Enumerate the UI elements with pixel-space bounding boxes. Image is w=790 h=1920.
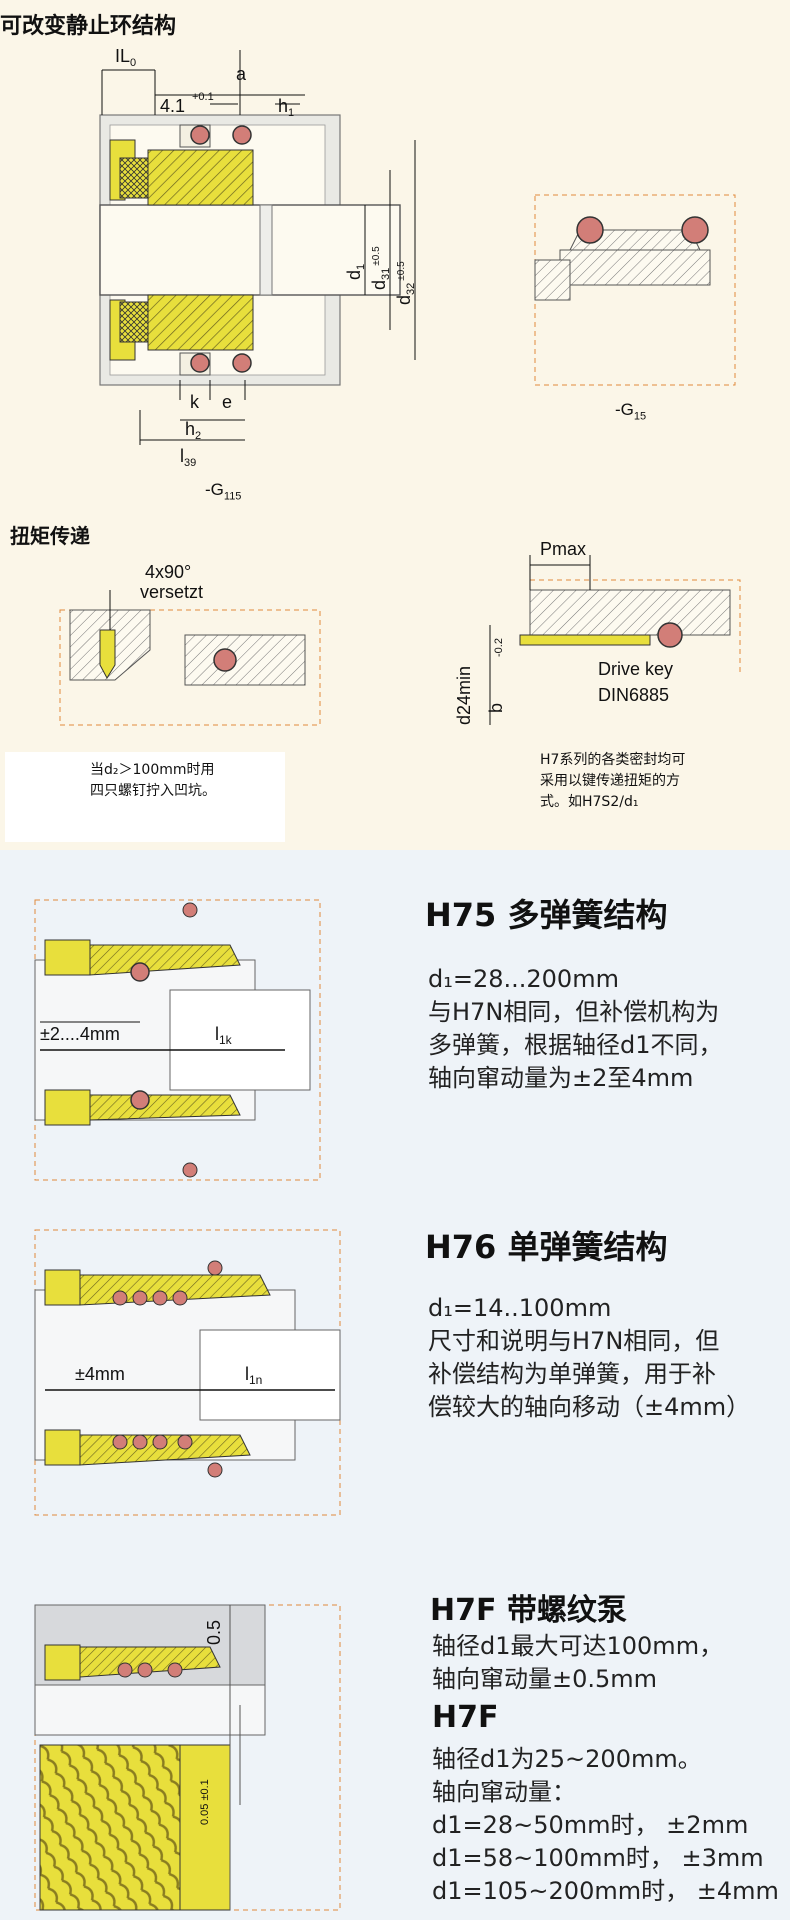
h75-travel: ±2....4mm (40, 1024, 120, 1044)
h76-travel: ±4mm (75, 1364, 125, 1384)
h76-title: H76 单弹簧结构 (425, 1228, 668, 1266)
dim-d31: d (369, 280, 389, 290)
note-left: 当d₂＞100mm时用 四只螺钉拧入凹坑。 (90, 762, 216, 799)
h76-drawing: ±4mm l1n (34, 1229, 341, 1516)
dim-h2: h (185, 419, 195, 439)
dim-h1: h (278, 96, 288, 116)
h7f-gap: 0.5 (204, 1620, 224, 1645)
h75-drawing: ±2....4mm l1k (34, 899, 321, 1181)
section-title-adjustable: 可改变静止环结构 (0, 14, 177, 39)
h7f-tol: 0.05 ±0.1 (199, 1779, 211, 1825)
h75-title: H75 多弹簧结构 (425, 896, 668, 934)
dim-il0-sub: 0 (130, 57, 136, 69)
h75-length: l (215, 1024, 219, 1044)
label-4x90: 4x90° (145, 562, 191, 582)
svg-text:l1n: l1n (245, 1364, 262, 1387)
adjustable-ring-panel: 可改变静止环结构 (0, 0, 790, 850)
h76-length: l (245, 1364, 249, 1384)
dim-a: a (236, 64, 247, 84)
h7f-drawing: 0.5 0.05 ±0.1 (34, 1604, 341, 1911)
label-din: DIN6885 (598, 685, 669, 705)
h7f-description: 轴径d1最大可达100mm， 轴向窜动量±0.5mm (432, 1632, 724, 1693)
dim-d1: d (344, 270, 364, 280)
dim-d32: d (394, 295, 414, 305)
dim-il0: IL (115, 46, 130, 66)
svg-text:d31±0.5: d31±0.5 (369, 246, 392, 290)
dim-4-1: 4.1 (160, 96, 185, 116)
label-versetzt: versetzt (140, 582, 203, 602)
label-g115: -G115 (205, 480, 242, 503)
dim-k: k (190, 392, 200, 412)
torque-left-drawing: 4x90° versetzt (59, 562, 321, 726)
svg-text:IL0: IL0 (115, 46, 136, 69)
svg-text:l1k: l1k (215, 1024, 233, 1047)
label-b: b (486, 703, 506, 713)
note-right: H7系列的各类密封均可 采用以键传递扭矩的方 式。如H7S2/d₁ (540, 752, 686, 810)
label-d24min: d24min (454, 666, 474, 725)
svg-text:h2: h2 (185, 419, 201, 442)
label-g15: -G15 (615, 400, 647, 423)
h76-description: d₁=14..100mm 尺寸和说明与H7N相同，但 补偿结构为单弹簧，用于补 … (428, 1294, 751, 1421)
h7f-subtitle: H7F (432, 1700, 499, 1735)
h7f-details: 轴径d1为25~200mm。 轴向窜动量： d1=28~50mm时， ±2mm … (432, 1745, 779, 1905)
torque-right-drawing: Pmax d24min -0.2 b Drive key DIN6885 (454, 539, 741, 725)
dim-l39: l (180, 446, 184, 466)
dim-e: e (222, 392, 232, 412)
label-tol: -0.2 (493, 638, 505, 657)
h75-description: d₁=28...200mm 与H7N相同，但补偿机构为 多弹簧，根据轴径d1不同… (428, 965, 723, 1092)
svg-text:l39: l39 (180, 446, 196, 469)
svg-text:d1: d1 (344, 264, 367, 280)
dim-4-1-tol: +0.1 (192, 91, 214, 103)
svg-text:h1: h1 (278, 96, 294, 119)
h7f-title: H7F 带螺纹泵 (430, 1593, 627, 1628)
g15-drawing (534, 194, 736, 386)
section-title-torque: 扭矩传递 (10, 524, 90, 548)
note-box-left (5, 752, 285, 842)
label-drive-key: Drive key (598, 659, 673, 679)
svg-text:d32±0.5: d32±0.5 (394, 261, 417, 305)
main-seal-drawing: IL0 a 4.1 +0.1 h1 d1 d31±0.5 d32±0.5 k e… (99, 46, 417, 469)
label-pmax: Pmax (540, 539, 586, 559)
